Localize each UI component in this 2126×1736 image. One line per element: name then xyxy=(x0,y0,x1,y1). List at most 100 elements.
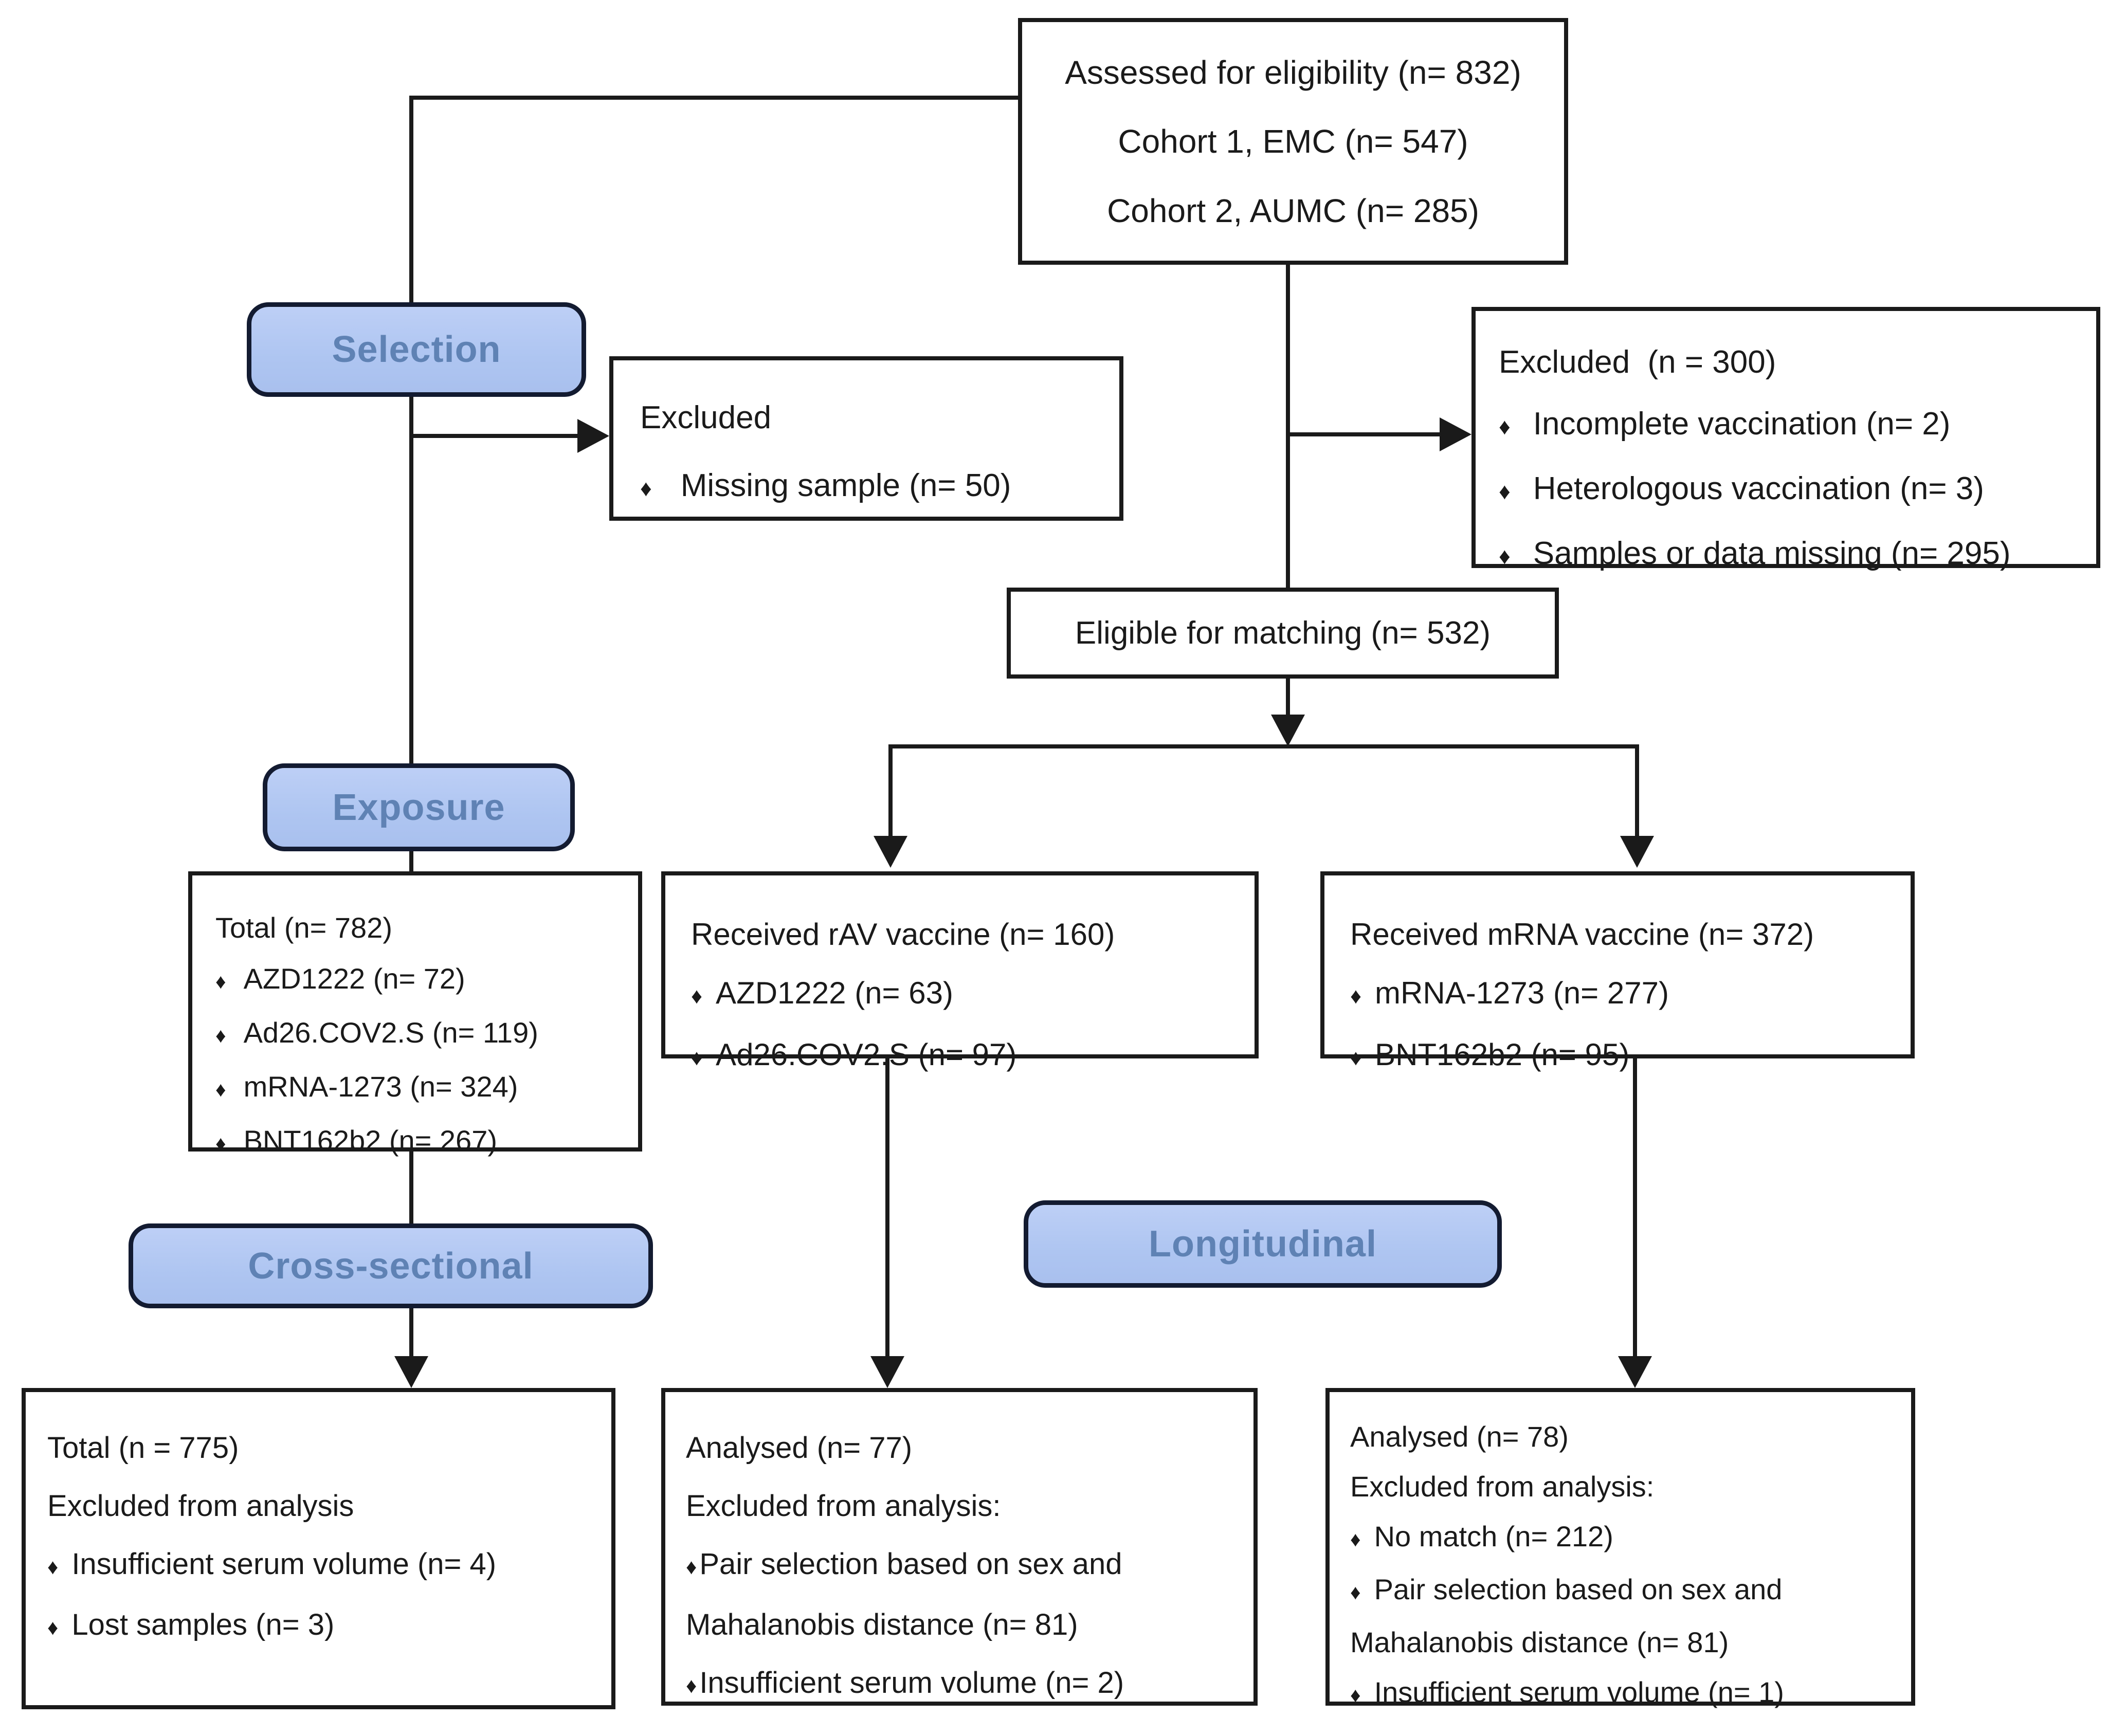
total-title: Total (n= 782) xyxy=(215,911,392,944)
total-line: Total (n = 775) xyxy=(47,1431,239,1465)
diamond-bullet-icon: ♦ xyxy=(686,1555,697,1579)
excluded-item: Samples or data missing (n= 295) xyxy=(1533,536,2011,571)
diamond-bullet-icon: ♦ xyxy=(1350,1527,1361,1551)
mrna-title: Received mRNA vaccine (n= 372) xyxy=(1350,917,1814,952)
connector-branch-left-drop xyxy=(888,746,893,839)
diamond-bullet-icon: ♦ xyxy=(1350,1580,1361,1604)
list-item: ♦ No match (n= 212) xyxy=(1350,1511,1909,1564)
list-item: ♦ Incomplete vaccination (n= 2) xyxy=(1499,393,2091,458)
connector-left-spine-4 xyxy=(409,1150,413,1226)
eligible-title: Eligible for matching (n= 532) xyxy=(1075,615,1491,651)
analysed-rav-box: Analysed (n= 77) Excluded from analysis:… xyxy=(661,1388,1258,1706)
list-item: ♦ Lost samples (n= 3) xyxy=(47,1596,609,1656)
connector-excluded-matching xyxy=(1288,432,1445,436)
list-item: ♦ Insufficient serum volume (n= 1) xyxy=(1350,1667,1909,1720)
arrowhead-down-icon xyxy=(394,1356,428,1388)
diamond-bullet-icon: ♦ xyxy=(1499,479,1511,504)
vaccine-item: mRNA-1273 (n= 277) xyxy=(1375,976,1669,1010)
arrowhead-down-icon xyxy=(1618,1356,1652,1388)
arrowhead-down-icon xyxy=(874,836,907,868)
excluded-item: Pair selection based on sex and xyxy=(1374,1573,1783,1605)
connector-center-spine-2 xyxy=(1286,677,1290,718)
diamond-bullet-icon: ♦ xyxy=(215,1024,226,1047)
connector-center-spine-1 xyxy=(1286,263,1290,590)
total-exposure-box: Total (n= 782) ♦ AZD1222 (n= 72) ♦ Ad26.… xyxy=(188,871,642,1157)
analysed-mrna-box: Analysed (n= 78) Excluded from analysis:… xyxy=(1325,1388,1915,1708)
list-item: ♦ BNT162b2 (n= 95) xyxy=(1350,1026,1908,1087)
list-item: ♦ AZD1222 (n= 63) xyxy=(691,964,1252,1026)
vaccine-item: mRNA-1273 (n= 324) xyxy=(243,1070,518,1103)
list-item: ♦ Samples or data missing (n= 295) xyxy=(1499,523,2091,588)
cohort2-line: Cohort 2, AUMC (n= 285) xyxy=(1107,192,1479,229)
excluded-item: Heterologous vaccination (n= 3) xyxy=(1533,471,1984,506)
exposure-label: Exposure xyxy=(332,787,505,828)
vaccine-item: Ad26.COV2.S (n= 97) xyxy=(716,1037,1017,1072)
list-item: ♦ BNT162b2 (n= 267) xyxy=(215,1115,635,1169)
diamond-bullet-icon: ♦ xyxy=(47,1615,59,1639)
connector-branch-horizontal xyxy=(888,744,1639,748)
vaccine-item: Ad26.COV2.S (n= 119) xyxy=(243,1016,538,1049)
excluded-line: Excluded from analysis: xyxy=(1350,1470,1655,1503)
diamond-bullet-icon: ♦ xyxy=(47,1555,59,1579)
list-item: ♦ Insufficient serum volume (n= 4) xyxy=(47,1535,609,1596)
excluded-line: Excluded from analysis xyxy=(47,1489,354,1523)
vaccine-item: BNT162b2 (n= 267) xyxy=(243,1124,497,1157)
connector-excluded-selection xyxy=(411,434,581,438)
arrowhead-down-icon xyxy=(1620,836,1654,868)
diamond-bullet-icon: ♦ xyxy=(1499,414,1511,440)
analysed-line: Analysed (n= 78) xyxy=(1350,1420,1569,1453)
excluded-line: Excluded from analysis: xyxy=(686,1489,1001,1523)
received-mrna-box: Received mRNA vaccine (n= 372) ♦ mRNA-12… xyxy=(1320,871,1915,1072)
cross-sectional-total-box: Total (n = 775) Excluded from analysis ♦… xyxy=(22,1388,615,1709)
excluded-item: Insufficient serum volume (n= 2) xyxy=(699,1666,1124,1700)
list-item: ♦ Insufficient serum volume (n= 2) xyxy=(686,1654,1251,1714)
excluded-item: Lost samples (n= 3) xyxy=(71,1608,335,1641)
list-item: ♦ Ad26.COV2.S (n= 97) xyxy=(691,1026,1252,1087)
diamond-bullet-icon: ♦ xyxy=(691,984,703,1009)
analysed-line: Analysed (n= 77) xyxy=(686,1431,913,1465)
excluded-item: No match (n= 212) xyxy=(1374,1520,1613,1552)
stage-label-cross-sectional: Cross-sectional xyxy=(129,1223,653,1308)
excluded-matching-box: Excluded (n = 300) ♦ Incomplete vaccinat… xyxy=(1471,307,2100,571)
arrowhead-down-icon xyxy=(870,1356,904,1388)
cross-sectional-label: Cross-sectional xyxy=(248,1245,534,1287)
stage-label-selection: Selection xyxy=(247,302,586,397)
stage-label-longitudinal: Longitudinal xyxy=(1024,1200,1502,1288)
diamond-bullet-icon: ♦ xyxy=(691,1046,703,1070)
excluded-item: Insufficient serum volume (n= 1) xyxy=(1374,1676,1784,1708)
excluded-selection-box: Excluded ♦ Missing sample (n= 50) xyxy=(609,356,1123,521)
connector-top-horizontal xyxy=(413,96,1020,100)
continuation-line: Mahalanobis distance (n= 81) xyxy=(1350,1626,1729,1658)
diamond-bullet-icon: ♦ xyxy=(1350,1046,1362,1070)
excluded-item: Pair selection based on sex and xyxy=(699,1547,1122,1581)
diamond-bullet-icon: ♦ xyxy=(640,476,652,501)
list-item: ♦ AZD1222 (n= 72) xyxy=(215,953,635,1007)
eligible-matching-box: Eligible for matching (n= 532) xyxy=(1007,588,1559,679)
list-item: ♦ Missing sample (n= 50) xyxy=(640,452,1114,523)
vaccine-item: BNT162b2 (n= 95) xyxy=(1375,1037,1630,1072)
excluded-item: Insufficient serum volume (n= 4) xyxy=(71,1547,497,1581)
connector-left-spine-3 xyxy=(409,850,413,873)
list-item: ♦ mRNA-1273 (n= 277) xyxy=(1350,964,1908,1026)
list-item: ♦ Heterologous vaccination (n= 3) xyxy=(1499,458,2091,523)
rav-title: Received rAV vaccine (n= 160) xyxy=(691,917,1115,952)
received-rav-box: Received rAV vaccine (n= 160) ♦ AZD1222 … xyxy=(661,871,1259,1072)
list-item: ♦ Pair selection based on sex and xyxy=(686,1535,1251,1596)
list-item: ♦ Pair selection based on sex and xyxy=(1350,1564,1909,1617)
connector-left-spine-5 xyxy=(409,1307,413,1359)
cohort1-line: Cohort 1, EMC (n= 547) xyxy=(1118,123,1468,160)
arrowhead-right-icon xyxy=(1440,417,1471,451)
selection-label: Selection xyxy=(332,329,501,370)
diamond-bullet-icon: ♦ xyxy=(686,1673,697,1697)
list-item: ♦ mRNA-1273 (n= 324) xyxy=(215,1061,635,1115)
arrowhead-down-icon xyxy=(1271,715,1305,746)
excluded-item: Missing sample (n= 50) xyxy=(680,468,1011,503)
longitudinal-label: Longitudinal xyxy=(1149,1223,1377,1265)
excluded-item: Incomplete vaccination (n= 2) xyxy=(1533,406,1951,442)
vaccine-item: AZD1222 (n= 72) xyxy=(243,962,465,995)
connector-left-spine-2 xyxy=(409,396,413,765)
excluded-title: Excluded xyxy=(640,400,772,435)
connector-rav-down xyxy=(885,1056,889,1360)
connector-branch-right-drop xyxy=(1635,746,1639,839)
